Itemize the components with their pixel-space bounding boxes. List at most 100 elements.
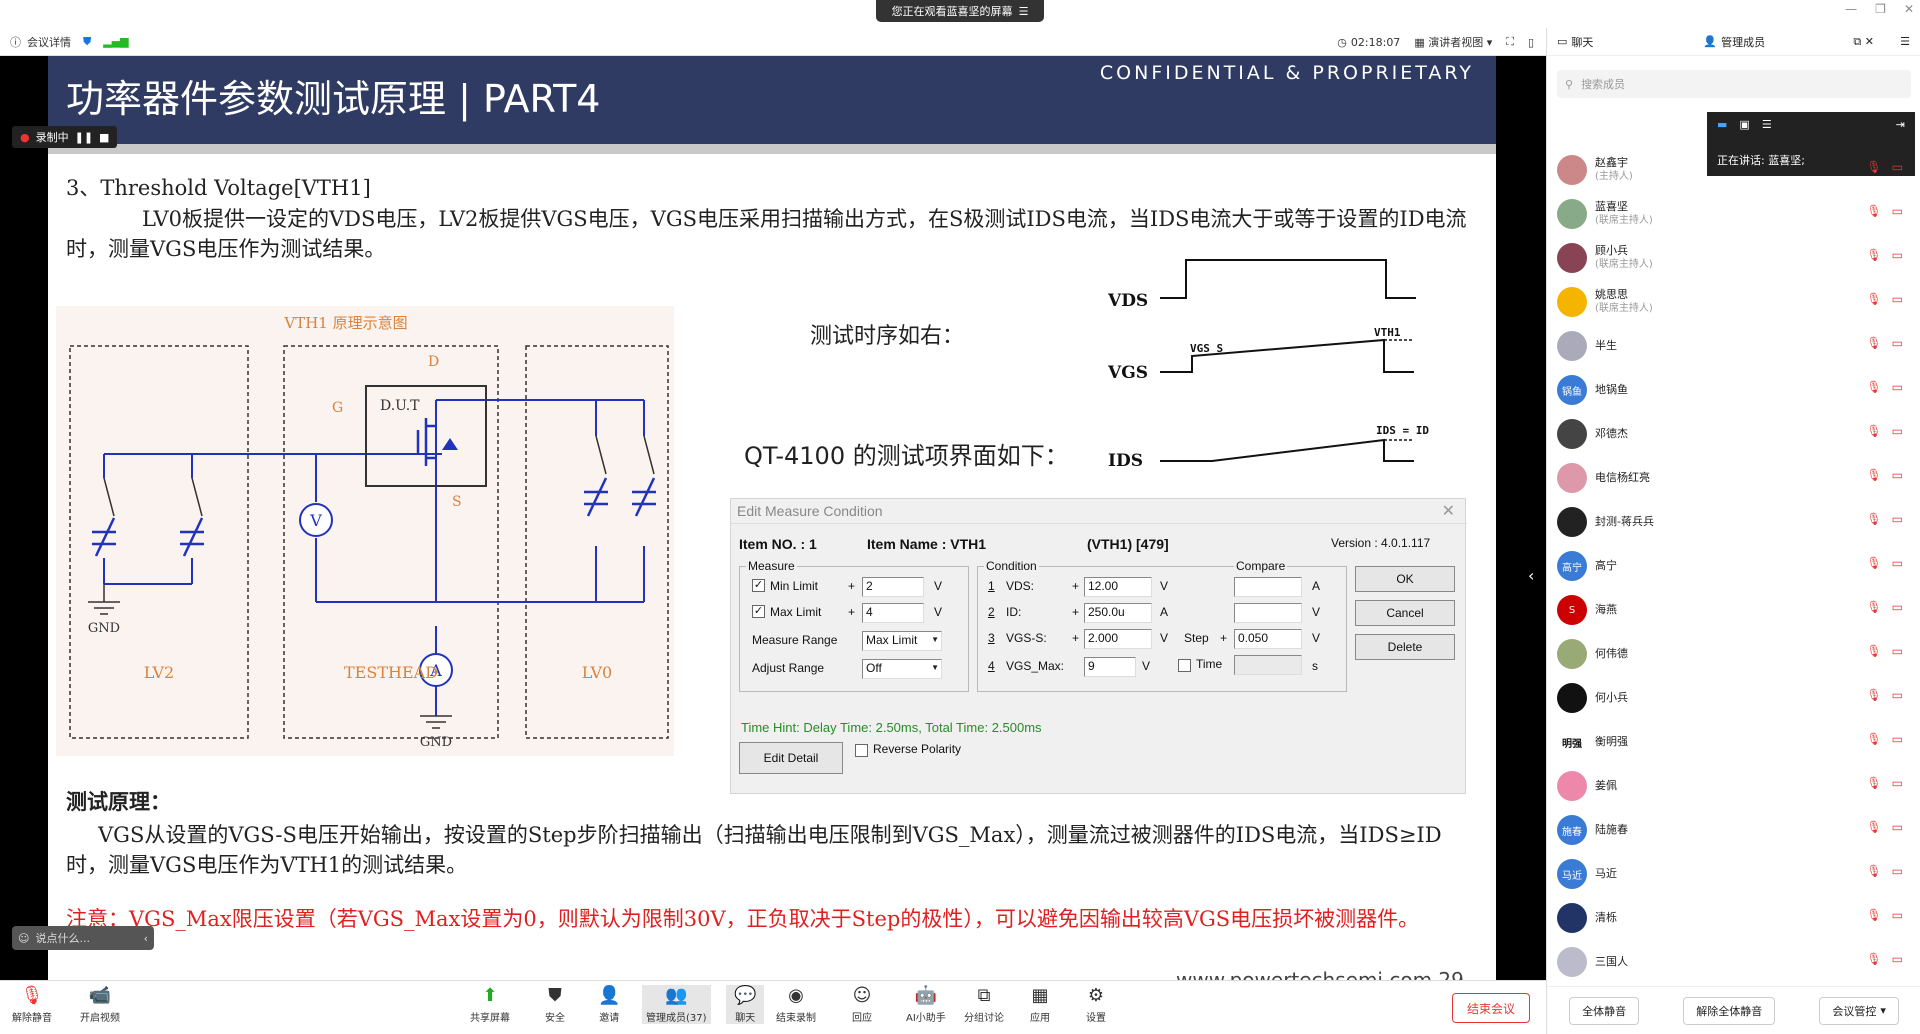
signal-icon[interactable]: ▂▄▆ [103, 35, 129, 48]
chat-button[interactable]: 💬聊天 [726, 985, 765, 1024]
menu-icon[interactable]: ☰ [1018, 4, 1029, 18]
member-row[interactable]: 电信杨红亮🎙▭ [1547, 456, 1920, 500]
cancel-button[interactable]: Cancel [1355, 600, 1455, 626]
mic-off-icon[interactable]: 🎙 [1866, 556, 1882, 570]
compare-input-2[interactable] [1234, 603, 1302, 623]
quick-chat-input[interactable]: ☺ 说点什么... ‹ [12, 926, 154, 950]
member-row[interactable]: 清栎🎙▭ [1547, 896, 1920, 940]
step-input[interactable]: 0.050 [1234, 629, 1302, 649]
video-button[interactable]: 📹开启视频 [80, 985, 120, 1024]
id-input[interactable]: 250.0u [1084, 603, 1152, 623]
unmute-all-button[interactable]: 解除全体静音 [1683, 996, 1776, 1025]
member-row[interactable]: 半生🎙▭ [1547, 324, 1920, 368]
measure-range-select[interactable]: Max Limit [862, 631, 942, 651]
video-off-icon[interactable]: ▭ [1891, 512, 1903, 526]
member-row[interactable]: 顾小兵(联席主持人)🎙▭ [1547, 236, 1920, 280]
pause-icon[interactable]: ❚❚ [74, 130, 94, 144]
more-icon[interactable]: ☰ [1900, 35, 1910, 48]
video-off-icon[interactable]: ▭ [1891, 556, 1903, 570]
mic-off-icon[interactable]: 🎙 [1866, 864, 1882, 878]
video-off-icon[interactable]: ▭ [1891, 380, 1903, 394]
shield-icon[interactable]: ⛊ [83, 34, 92, 48]
settings-button[interactable]: ⚙设置 [1086, 985, 1106, 1024]
mic-off-icon[interactable]: 🎙 [1866, 248, 1882, 262]
collapse-icon[interactable]: ⇥ [1895, 118, 1905, 131]
mic-off-icon[interactable]: 🎙 [1866, 160, 1882, 174]
video-off-icon[interactable]: ▭ [1891, 248, 1903, 262]
member-row[interactable]: 施春陆施春🎙▭ [1547, 808, 1920, 852]
video-off-icon[interactable]: ▭ [1891, 468, 1903, 482]
meeting-control-button[interactable]: 会议管控▾ [1819, 996, 1899, 1025]
tab-chat[interactable]: ▭聊天 [1557, 34, 1593, 50]
close-icon[interactable]: ✕ [1903, 2, 1914, 16]
share-screen-button[interactable]: ⬆共享屏幕 [470, 985, 510, 1024]
member-row[interactable]: 邓德杰🎙▭ [1547, 412, 1920, 456]
video-off-icon[interactable]: ▭ [1891, 952, 1903, 966]
time-checkbox[interactable] [1178, 659, 1191, 672]
end-meeting-button[interactable]: 结束会议 [1452, 993, 1530, 1023]
adjust-range-select[interactable]: Off [862, 659, 942, 679]
min-limit-checkbox[interactable]: ✓ [752, 579, 765, 592]
member-row[interactable]: 蓝喜坚(联席主持人)🎙▭ [1547, 192, 1920, 236]
stop-icon[interactable]: ■ [99, 130, 110, 144]
video-off-icon[interactable]: ▭ [1891, 292, 1903, 306]
window-icon[interactable]: ▣ [1739, 118, 1750, 131]
minimize-bar-icon[interactable]: ▬ [1717, 118, 1728, 131]
minimize-icon[interactable]: — [1845, 2, 1858, 16]
member-row[interactable]: 马近马近🎙▭ [1547, 852, 1920, 896]
mute-all-button[interactable]: 全体静音 [1569, 996, 1640, 1025]
tab-members[interactable]: 👤管理成员 [1703, 34, 1765, 50]
security-button[interactable]: ⛊安全 [545, 985, 565, 1024]
video-off-icon[interactable]: ▭ [1891, 424, 1903, 438]
time-input[interactable] [1234, 655, 1302, 675]
meeting-info-button[interactable]: ⓘ 会议详情 [10, 34, 71, 50]
list-icon[interactable]: ☰ [1761, 118, 1772, 131]
max-limit-input[interactable]: 4 [862, 603, 924, 623]
max-limit-checkbox[interactable]: ✓ [752, 605, 765, 618]
mic-off-icon[interactable]: 🎙 [1866, 468, 1882, 482]
end-recording-button[interactable]: ◉结束录制 [776, 985, 816, 1024]
member-row[interactable]: 何小兵🎙▭ [1547, 676, 1920, 720]
member-row[interactable]: 姚思思(联席主持人)🎙▭ [1547, 280, 1920, 324]
video-off-icon[interactable]: ▭ [1891, 644, 1903, 658]
video-off-icon[interactable]: ▭ [1891, 336, 1903, 350]
member-row[interactable]: 三国人🎙▭ [1547, 940, 1920, 984]
video-off-icon[interactable]: ▭ [1891, 864, 1903, 878]
mic-off-icon[interactable]: 🎙 [1866, 292, 1882, 306]
manage-members-button[interactable]: 👥管理成员(37) [642, 985, 711, 1024]
mic-off-icon[interactable]: 🎙 [1866, 732, 1882, 746]
view-mode-dropdown[interactable]: ▦ 演讲者视图 ▾ [1414, 36, 1493, 49]
ai-assistant-button[interactable]: 🤖AI小助手 [906, 985, 946, 1024]
mic-off-icon[interactable]: 🎙 [1866, 424, 1882, 438]
react-button[interactable]: ☺回应 [852, 985, 872, 1024]
layout-icon[interactable]: ▯ [1527, 35, 1534, 49]
member-row[interactable]: 锅鱼地锅鱼🎙▭ [1547, 368, 1920, 412]
member-row[interactable]: 封测-蒋兵兵🎙▭ [1547, 500, 1920, 544]
member-row[interactable]: 明强衡明强🎙▭ [1547, 720, 1920, 764]
invite-button[interactable]: 👤邀请 [598, 985, 620, 1024]
compare-input-1[interactable] [1234, 577, 1302, 597]
member-search[interactable]: ⚲ 搜索成员 [1557, 70, 1911, 98]
video-off-icon[interactable]: ▭ [1891, 688, 1903, 702]
member-row[interactable]: 何伟德🎙▭ [1547, 632, 1920, 676]
video-off-icon[interactable]: ▭ [1891, 204, 1903, 218]
video-off-icon[interactable]: ▭ [1891, 776, 1903, 790]
video-off-icon[interactable]: ▭ [1891, 600, 1903, 614]
panel-collapse-icon[interactable]: ‹ [1528, 566, 1535, 585]
mic-off-icon[interactable]: 🎙 [1866, 600, 1882, 614]
mic-off-icon[interactable]: 🎙 [1866, 776, 1882, 790]
reverse-polarity-checkbox[interactable] [855, 744, 868, 757]
screen-share-banner[interactable]: 您正在观看蓝喜坚的屏幕 ☰ [876, 0, 1044, 22]
mic-off-icon[interactable]: 🎙 [1866, 952, 1882, 966]
member-row[interactable]: 高宁高宁🎙▭ [1547, 544, 1920, 588]
mic-off-icon[interactable]: 🎙 [1866, 688, 1882, 702]
vgss-input[interactable]: 2.000 [1084, 629, 1152, 649]
mic-off-icon[interactable]: 🎙 [1866, 820, 1882, 834]
mic-off-icon[interactable]: 🎙 [1866, 644, 1882, 658]
mic-off-icon[interactable]: 🎙 [1866, 336, 1882, 350]
video-off-icon[interactable]: ▭ [1891, 908, 1903, 922]
edit-detail-button[interactable]: Edit Detail [739, 742, 843, 774]
ok-button[interactable]: OK [1355, 566, 1455, 592]
mic-off-icon[interactable]: 🎙 [1866, 908, 1882, 922]
video-off-icon[interactable]: ▭ [1891, 820, 1903, 834]
